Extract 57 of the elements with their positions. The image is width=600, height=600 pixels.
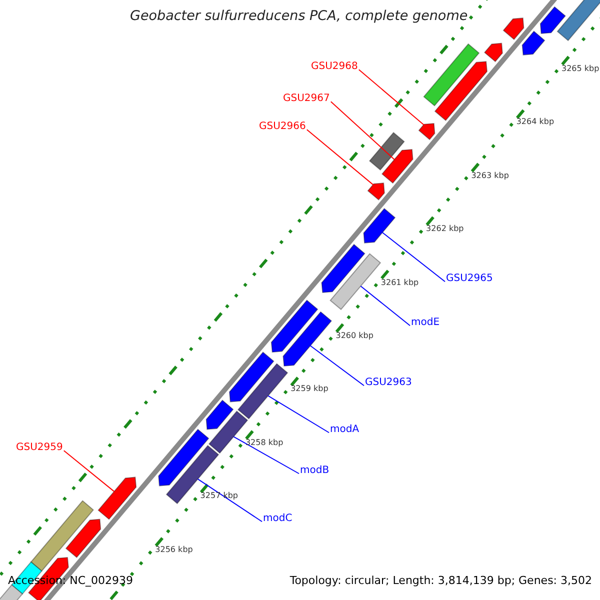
gene-feature xyxy=(368,132,405,171)
leader-line xyxy=(306,129,374,186)
gene-feature xyxy=(237,363,288,420)
gene-feature xyxy=(381,148,414,184)
gene-feature xyxy=(418,122,436,140)
scale-label: 3259 kbp xyxy=(290,384,328,394)
scale-label: 3262 kbp xyxy=(426,224,464,234)
scale-label: 3260 kbp xyxy=(336,330,374,340)
leader-line xyxy=(197,478,262,522)
gene-feature xyxy=(484,42,503,62)
gene-feature xyxy=(228,352,274,402)
leader-line xyxy=(233,436,300,474)
gene-label: modA xyxy=(330,424,360,436)
gene-label: modC xyxy=(263,513,292,524)
leader-line xyxy=(360,286,410,326)
gene-label: GSU2959 xyxy=(16,442,63,454)
gene-feature xyxy=(166,444,220,504)
gene-feature xyxy=(0,584,24,600)
gene-feature xyxy=(270,300,318,353)
scale-label: 3263 kbp xyxy=(471,170,509,180)
gene-feature xyxy=(321,244,366,294)
gene-feature xyxy=(540,6,566,34)
gene-feature xyxy=(98,476,137,520)
gene-feature xyxy=(502,18,524,40)
gene-label: GSU2968 xyxy=(311,61,358,72)
title: Geobacter sulfurreducens PCA, complete genome xyxy=(130,9,468,25)
scale-label: 3261 kbp xyxy=(380,278,419,287)
genome-summary-text: Topology: circular; Length: 3,814,139 bp; Genes: 3,502 xyxy=(290,575,592,588)
gene-label: GSU2967 xyxy=(283,93,330,104)
gene-label: modB xyxy=(300,465,330,476)
leader-line xyxy=(358,69,424,126)
gene-feature xyxy=(522,30,546,56)
scale-label: 3256 kbp xyxy=(155,544,193,554)
scale-label: 3264 kbp xyxy=(516,117,554,126)
leader-line xyxy=(268,395,330,434)
accession-text: Accession: NC_002939 xyxy=(8,575,134,588)
gene-feature xyxy=(367,182,385,200)
leader-line xyxy=(63,450,115,492)
gene-feature xyxy=(282,311,332,367)
gene-feature xyxy=(434,61,488,122)
leader-line xyxy=(330,101,395,160)
leader-line xyxy=(382,232,446,282)
scale-label: 3265 kbp xyxy=(562,64,600,73)
gene-feature xyxy=(65,518,102,558)
gene-label: GSU2963 xyxy=(365,377,412,388)
gene-feature xyxy=(30,500,94,572)
gene-feature xyxy=(206,400,234,430)
gene-feature xyxy=(158,428,210,486)
gene-feature xyxy=(556,0,600,42)
gene-label: modE xyxy=(411,317,440,328)
gene-feature xyxy=(423,43,480,106)
scale-label: 3257 kbp xyxy=(200,491,238,501)
gene-label: GSU2966 xyxy=(259,121,306,132)
scale-label: 3258 kbp xyxy=(245,438,284,448)
gene-feature xyxy=(330,253,382,310)
gene-label: GSU2965 xyxy=(446,273,493,284)
gene-feature xyxy=(363,208,396,244)
